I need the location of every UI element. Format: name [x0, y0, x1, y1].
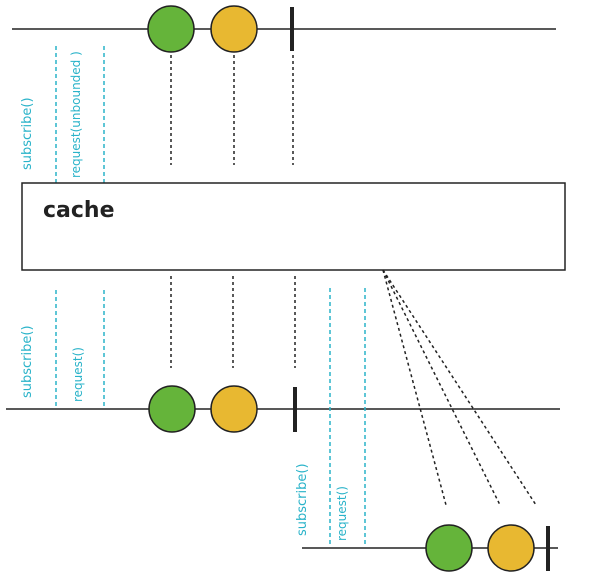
operator-title: cache	[43, 198, 115, 223]
sub1-subscribe-label: subscribe()	[20, 325, 35, 398]
sub2-request-label: request()	[335, 486, 349, 541]
sub1-item-yellow	[210, 385, 258, 433]
sub1-request-label: request()	[71, 347, 85, 402]
sub2-replay-line-yellow	[382, 269, 501, 506]
source-item-green	[147, 5, 195, 53]
sub2-item-yellow	[487, 524, 535, 572]
source-subscribe-label: subscribe()	[20, 97, 35, 170]
sub2-replay-line-complete	[382, 269, 537, 506]
cache-operator-box	[21, 182, 566, 271]
source-item-yellow	[210, 5, 258, 53]
sub2-subscribe-label: subscribe()	[295, 463, 310, 536]
sub2-item-green	[425, 524, 473, 572]
sub1-item-green	[148, 385, 196, 433]
sub2-replay-line-green	[382, 269, 447, 506]
source-request-label: request(unbounded )	[69, 51, 83, 178]
